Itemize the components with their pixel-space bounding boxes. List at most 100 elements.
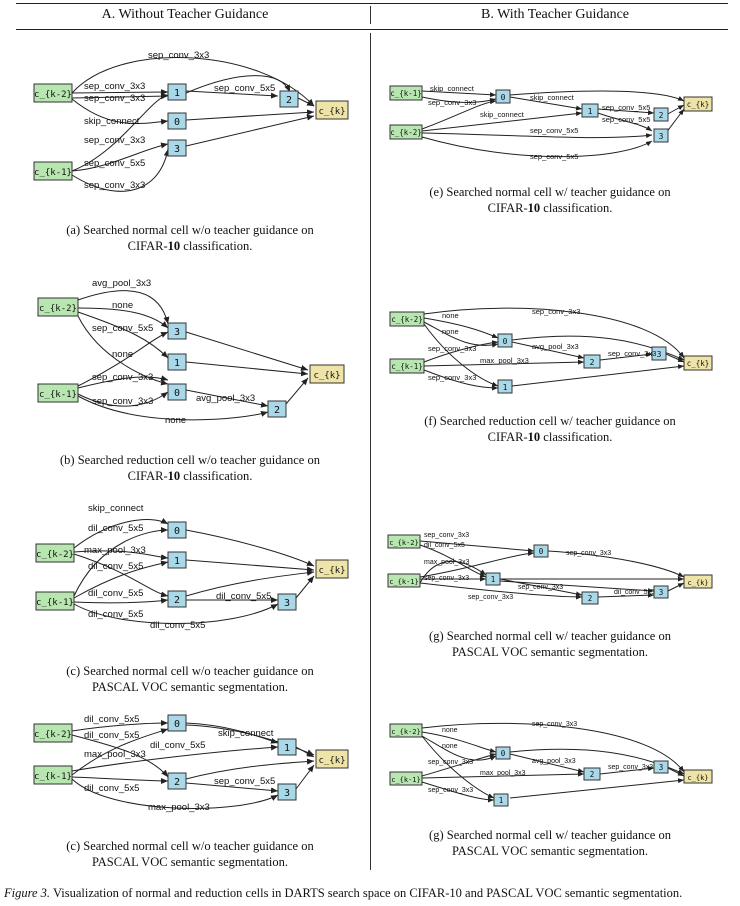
node-ck2: c_{k-2} (37, 297, 79, 317)
edge-label: sep_conv_5x5 (92, 323, 153, 334)
node-1: 1 (485, 572, 501, 586)
header-divider (370, 6, 371, 24)
caption-e: (e) Searched normal cell w/ teacher guid… (429, 185, 671, 215)
edge-label: none (442, 311, 459, 320)
edge-label: none (442, 743, 458, 750)
edge-label: dil_conv_5x5 (424, 542, 465, 549)
edge-label: sep_conv_3x3 (148, 50, 209, 61)
node-2: 2 (583, 767, 601, 781)
svg-text:c_{k-2}: c_{k-2} (36, 550, 74, 560)
edge-label: sep_conv_3x3 (84, 180, 145, 191)
edge-label: max_pool_3x3 (480, 770, 526, 777)
svg-text:0: 0 (501, 749, 506, 758)
svg-text:c_{k}: c_{k} (318, 566, 345, 576)
diagram-g1: c_{k-2} c_{k-1} 0 1 2 3 c_{k} sep_conv_3… (387, 532, 713, 605)
node-3: 3 (653, 585, 669, 599)
node-out: c_{k} (315, 559, 349, 579)
edge-label: dil_conv_5x5 (216, 591, 271, 602)
edge-label: sep_conv_3x3 (428, 373, 476, 382)
svg-text:c_{k}: c_{k} (687, 774, 708, 782)
node-2: 2 (167, 772, 187, 790)
edge-label: skip_connect (84, 116, 140, 127)
node-1: 1 (167, 353, 187, 371)
edge-label: skip_connect (88, 503, 144, 514)
edge-label: none (442, 327, 459, 336)
node-out: c_{k} (315, 100, 349, 120)
node-1: 1 (167, 83, 187, 101)
edge-label: none (112, 349, 133, 360)
svg-text:2: 2 (588, 594, 593, 603)
edge-label: sep_conv_5x5 (84, 158, 145, 169)
header-left: A. Without Teacher Guidance (101, 7, 269, 22)
edge-label: avg_pool_3x3 (92, 278, 151, 289)
edge-label: sep_conv_5x5 (530, 152, 578, 161)
diagram-a: c_{k-2} c_{k-1} 1 0 3 2 c_{k} sep_conv_3… (33, 50, 349, 192)
header-rule (16, 29, 728, 30)
node-0: 0 (533, 544, 549, 558)
edge-label: sep_conv_3x3 (92, 396, 153, 407)
caption-c2: (c) Searched normal cell w/o teacher gui… (66, 839, 314, 869)
svg-text:c_{k}: c_{k} (687, 579, 708, 587)
svg-text:2: 2 (274, 405, 280, 416)
edge-label: sep_conv_3x3 (428, 98, 476, 107)
svg-text:3: 3 (284, 598, 290, 609)
edge-label: sep_conv_3x3 (532, 307, 580, 316)
node-ck1: c_{k-1} (35, 591, 75, 611)
edge-label: dil_conv_5x5 (88, 523, 143, 534)
svg-text:2: 2 (590, 358, 595, 367)
svg-text:c_{k-1}: c_{k-1} (391, 362, 423, 371)
node-2: 2 (279, 90, 299, 108)
edge-label: max_pool_3x3 (480, 356, 529, 365)
edge-label: sep_conv_3x3 (566, 550, 611, 557)
node-0: 0 (167, 521, 187, 539)
diagram-c2: c_{k-2} c_{k-1} 0 2 1 3 c_{k} dil_conv_5… (33, 714, 349, 813)
node-0: 0 (167, 112, 187, 130)
caption-c1: (c) Searched normal cell w/o teacher gui… (66, 664, 314, 694)
node-1: 1 (167, 551, 187, 569)
node-1: 1 (497, 379, 513, 394)
svg-text:2: 2 (174, 595, 180, 606)
svg-text:1: 1 (491, 575, 496, 584)
node-ck1: c_{k-1} (389, 358, 425, 374)
edge-label: sep_conv_3x3 (92, 372, 153, 383)
node-2: 2 (653, 107, 669, 122)
node-ck1: c_{k-1} (389, 85, 423, 101)
svg-text:c_{k-1}: c_{k-1} (34, 168, 72, 178)
node-3: 3 (167, 139, 187, 157)
edge-label: dil_conv_5x5 (150, 620, 205, 631)
svg-text:1: 1 (284, 743, 290, 754)
node-ck2: c_{k-2} (35, 543, 75, 563)
svg-text:0: 0 (503, 337, 508, 346)
figure-caption: Figure 3. Visualization of normal and re… (4, 886, 683, 900)
node-ck1: c_{k-1} (33, 765, 73, 785)
node-0: 0 (497, 333, 513, 348)
edge-label: sep_conv_3x3 (428, 759, 473, 766)
edge-label: sep_conv_5x5 (602, 103, 650, 112)
edge-label: sep_conv_5x5 (602, 115, 650, 124)
svg-text:0: 0 (174, 388, 180, 399)
svg-text:2: 2 (174, 777, 180, 788)
header-right: B. With Teacher Guidance (481, 7, 629, 22)
edge-label: none (442, 727, 458, 734)
node-3: 3 (277, 783, 297, 801)
node-ck2: c_{k-2} (389, 311, 425, 327)
column-divider (370, 33, 371, 870)
edge-label: dil_conv_5x5 (88, 561, 143, 572)
edge-label: dil_conv_5x5 (150, 740, 205, 751)
node-3: 3 (653, 760, 669, 774)
edge-label: dil_conv_5x5 (88, 588, 143, 599)
edge-label: sep_conv_3x3 (428, 787, 473, 794)
node-3: 3 (277, 593, 297, 611)
svg-text:1: 1 (503, 383, 508, 392)
node-1: 1 (581, 103, 599, 118)
node-0: 0 (167, 714, 187, 732)
svg-text:3: 3 (174, 327, 180, 338)
node-ck1: c_{k-1} (389, 771, 423, 786)
edge-label: max_pool_3x3 (424, 559, 470, 566)
svg-text:c_{k-2}: c_{k-2} (39, 304, 77, 314)
svg-text:c_{k}: c_{k} (313, 371, 340, 381)
edge-label: max_pool_3x3 (148, 802, 210, 813)
svg-text:3: 3 (659, 588, 664, 597)
svg-text:0: 0 (501, 93, 506, 102)
node-ck1: c_{k-1} (37, 383, 79, 403)
